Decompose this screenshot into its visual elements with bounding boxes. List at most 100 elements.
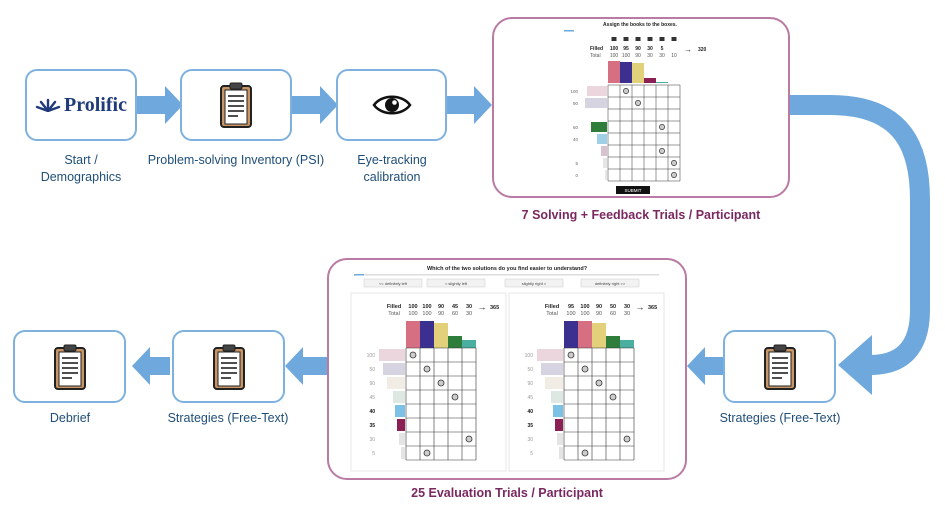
solving-row-bar — [587, 86, 607, 96]
evaluation-panel-caption: 25 Evaluation Trials / Participant — [411, 486, 603, 500]
solving-column-bar — [620, 62, 632, 83]
left-solution-column-bar — [406, 321, 420, 348]
left-solution-row-label: 50 — [369, 367, 375, 373]
solving-grid-dot — [659, 124, 665, 130]
solving-filled-value: 30 — [647, 46, 653, 52]
clipboard-paper — [217, 351, 240, 386]
clipboard-clip — [229, 82, 243, 90]
solving-row-label: 100 — [570, 89, 578, 94]
evaluation-trials-panel: Which of the two solutions do you find e… — [327, 258, 687, 480]
arrow-eye-to-solving — [447, 86, 492, 124]
evaluation-progress-bar — [354, 274, 364, 276]
left-solution-total-value: 60 — [452, 311, 458, 317]
prolific-logo: Prolific — [35, 94, 127, 117]
solving-column-bar — [656, 82, 668, 83]
right-solution-row-bar — [557, 433, 563, 445]
solving-row-bar — [585, 98, 607, 108]
right-solution-row-bar — [541, 363, 563, 375]
left-solution-row-bar — [395, 405, 405, 417]
step-start-label-line2: Demographics — [40, 170, 122, 184]
solving-total-value: 10 — [671, 53, 677, 59]
solving-total-value: 30 — [659, 53, 665, 59]
solving-task-screenshot: Assign the books to the boxes.FilledTota… — [564, 22, 707, 194]
right-solution-filled-value: 95 — [568, 304, 574, 310]
eye-icon — [371, 95, 412, 115]
right-solution-filled-value: 90 — [596, 304, 602, 310]
arrow-start-to-psi — [137, 86, 183, 124]
right-solution-column-bar — [606, 336, 620, 348]
left-solution-total-value: 90 — [438, 311, 444, 317]
solving-row-bar — [605, 170, 607, 180]
scale-button-label: slightly right > — [522, 281, 547, 286]
scale-button — [504, 278, 564, 288]
arrow-strategies-to-evaluation — [687, 347, 723, 385]
right-solution-filled-label: Filled — [545, 304, 559, 310]
right-solution-grid-dot — [609, 393, 617, 401]
right-solution-column-bar — [578, 321, 592, 348]
left-solution-column-bar — [420, 321, 434, 348]
right-solution-total-value: 60 — [610, 311, 616, 317]
solving-row-bar — [603, 158, 607, 168]
left-solution-column-bar — [434, 323, 448, 348]
solving-total-label: Total — [590, 53, 601, 59]
book-icon — [659, 37, 665, 41]
right-solution-sum-arrow: → — [636, 302, 645, 312]
left-solution-filled-value: 30 — [466, 304, 472, 310]
right-solution-filled-value: 50 — [610, 304, 616, 310]
submit-button — [616, 186, 650, 194]
left-solution-sum-arrow: → — [478, 302, 487, 312]
step-strategies-right-box — [723, 330, 836, 403]
book-icon — [635, 37, 641, 41]
clipboard-paper — [58, 351, 81, 386]
left-solution-filled-value: 90 — [438, 304, 444, 310]
right-solution-total-value: 30 — [624, 311, 630, 317]
left-solution-grid-dot — [465, 435, 473, 443]
left-solution-grid-dot — [437, 379, 445, 387]
right-solution-row-label: 40 — [527, 409, 533, 415]
left-solution-filled-value: 100 — [408, 304, 417, 310]
right-solution-total-value: 100 — [580, 311, 589, 317]
solving-filled-value: 100 — [610, 46, 619, 52]
left-solution-column-bar — [448, 336, 462, 348]
right-solution-column-bar — [592, 323, 606, 348]
evaluation-task-screenshot: Which of the two solutions do you find e… — [350, 266, 665, 472]
step-eyetracking-box — [336, 69, 447, 141]
left-solution-grid-dot — [423, 365, 431, 373]
book-icon — [623, 37, 629, 41]
solving-sum: 320 — [698, 47, 707, 53]
solving-total-value: 100 — [610, 53, 619, 59]
solving-filled-label: Filled — [590, 46, 603, 52]
left-solution-column-bar — [462, 340, 476, 348]
right-solution-filled-value: 100 — [580, 304, 589, 310]
solving-grid-dot — [635, 100, 641, 106]
book-icon — [647, 37, 653, 41]
left-solution-total-value: 30 — [466, 311, 472, 317]
left-solution-row-label: 100 — [367, 353, 376, 359]
left-solution-row-bar — [401, 447, 405, 459]
left-solution-total-label: Total — [388, 311, 400, 317]
solving-total-value: 100 — [622, 53, 631, 59]
right-solution-grid-dot — [623, 435, 631, 443]
prolific-logo-text: Prolific — [64, 93, 127, 116]
left-solution-row-bar — [387, 377, 405, 389]
step-psi-box — [180, 69, 292, 141]
right-solution-row-bar — [551, 391, 563, 403]
arrow-evaluation-to-strategies — [285, 347, 327, 385]
solving-row-label: 40 — [573, 137, 579, 142]
right-solution-row-label: 50 — [527, 367, 533, 373]
clipboard-paper — [224, 89, 248, 125]
left-solution-row-bar — [399, 433, 405, 445]
right-solution-column-bar — [564, 321, 578, 348]
scale-button-label: << definitely left — [379, 281, 408, 286]
left-solution-sum: 365 — [490, 305, 499, 311]
right-solution-sum: 365 — [648, 305, 657, 311]
clipboard-clip — [63, 344, 76, 351]
book-icon — [671, 37, 677, 41]
solving-row-bar — [601, 146, 607, 156]
solving-sum-arrow: → — [684, 45, 692, 54]
solving-grid-dot — [623, 88, 629, 94]
step-psi-label: Problem-solving Inventory (PSI) — [147, 153, 325, 167]
left-solution-grid-dot — [409, 351, 417, 359]
